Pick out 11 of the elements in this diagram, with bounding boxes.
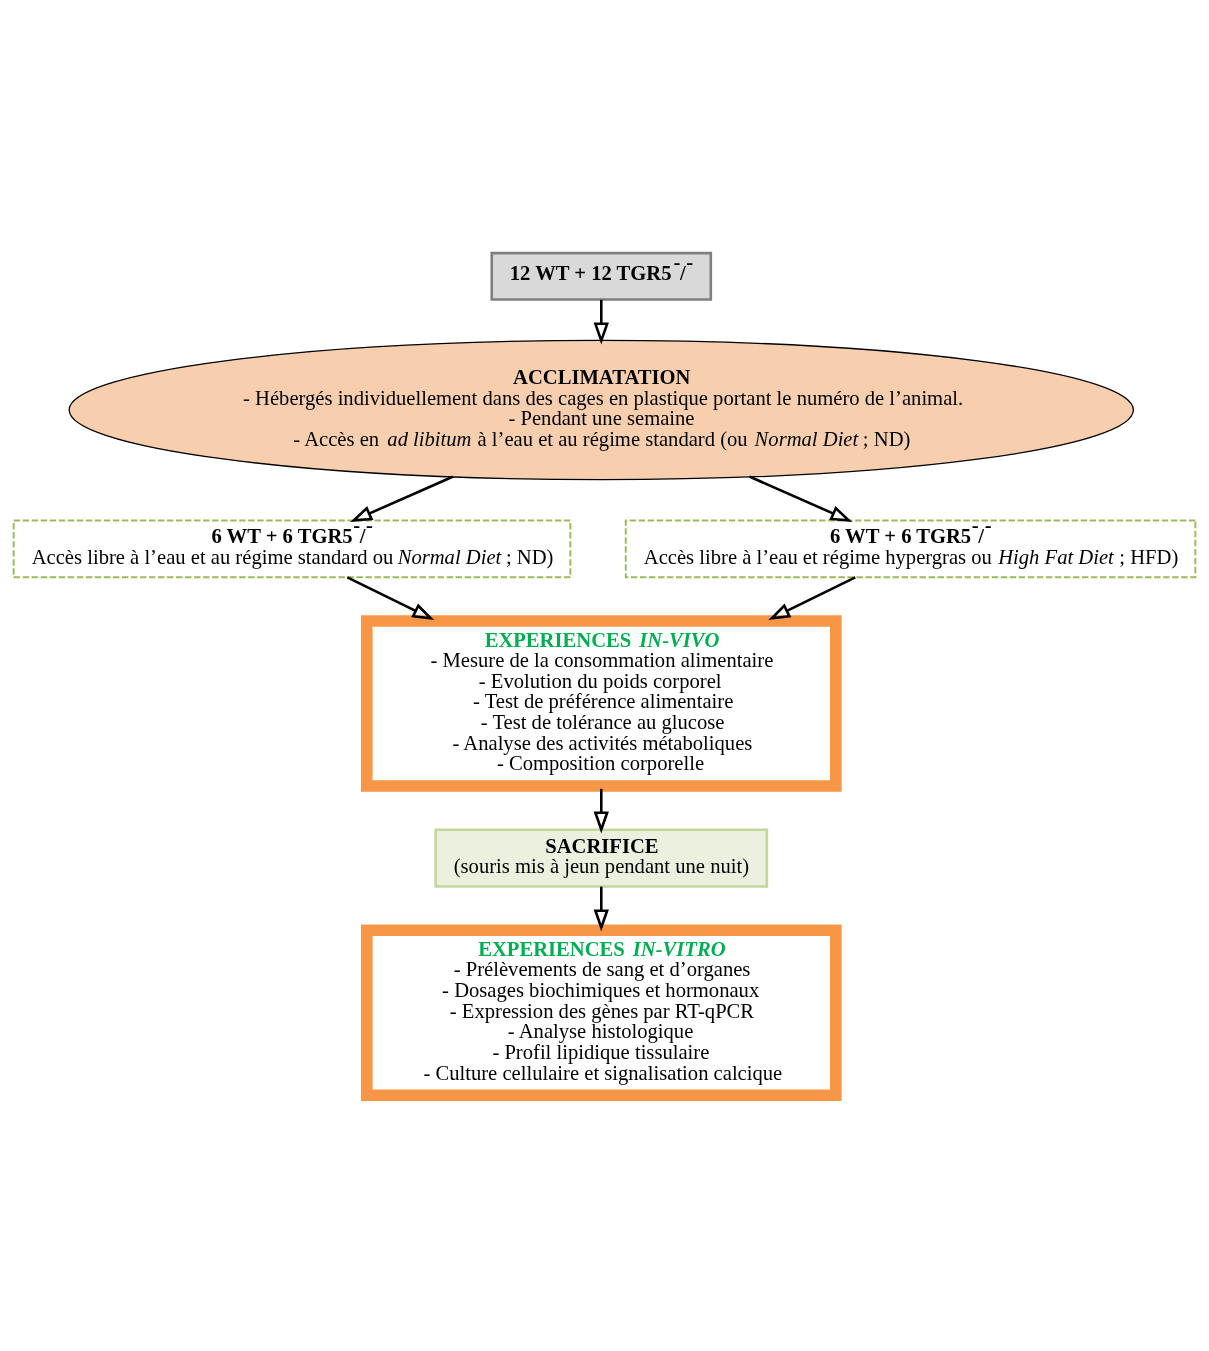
node-box: SACRIFICE (souris mis à jeun pendant une nuit) [434, 828, 769, 888]
node-ellipse: ACCLIMATATION - Hébergés individuellement dans des cages en plastique portant le numéro de l’animal. - Pendant une semaine - Accès en ad libitum à l’eau et au régime standard (ou Normal Diet ; ND) [68, 339, 1134, 481]
arrow [593, 886, 609, 932]
arrow [593, 788, 609, 834]
arrow [768, 576, 856, 621]
arrow [749, 475, 853, 522]
node-box: EXPERIENCES IN-VITRO - Prélèvements de sang et d’organes - Dosages biochimiques et hormonaux - Expression des gènes par RT-qPCR - Analyse histologique - Profil lipidique tissulaire - Culture cellulaire et signalisation calcique [360, 924, 842, 1102]
arrow [350, 475, 454, 522]
arrow [346, 576, 435, 621]
node-box: EXPERIENCES IN-VIVO - Mesure de la consommation alimentaire - Evolution du poids corporel - Test de préférence alimentaire - Test de tolérance au glucose - Analyse des activités métaboliques - Composition corporelle [360, 615, 842, 792]
arrow [593, 299, 609, 345]
